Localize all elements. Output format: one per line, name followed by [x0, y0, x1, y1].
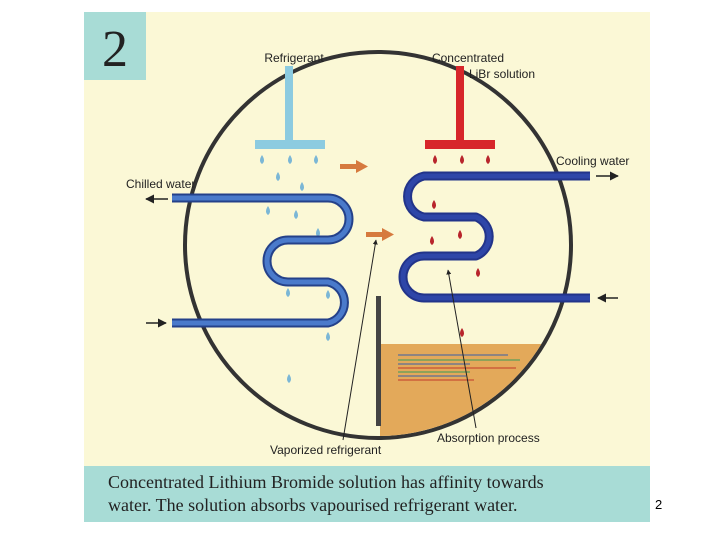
cooling-water-label: Cooling water — [556, 154, 629, 168]
caption-band — [84, 466, 650, 522]
libr-spray-pipe — [425, 66, 495, 149]
refrigerant-label: Refrigerant — [264, 51, 324, 65]
divider-wall — [376, 296, 381, 426]
refrigerant-droplets — [260, 155, 330, 383]
absorption-process-pointer — [446, 269, 477, 429]
vessel-shell — [183, 50, 573, 440]
vapor-flow-arrow-upper — [340, 160, 368, 173]
chilled-water-label: Chilled water — [126, 177, 195, 191]
absorption-lines — [398, 354, 520, 381]
caption-line-2: water. The solution absorbs vapourised r… — [108, 495, 518, 515]
slide-number: 2 — [655, 497, 663, 512]
absorption-process-label: Absorption process — [437, 431, 540, 445]
cooling-water-coil-highlight — [400, 173, 590, 301]
concentrated-label-line-2: LiBr solution — [469, 67, 535, 81]
refrigerant-spray-pipe — [255, 66, 325, 149]
chilled-water-coil-highlight — [172, 195, 352, 326]
concentrated-label-line-1: Concentrated — [432, 51, 504, 65]
caption-line-1: Concentrated Lithium Bromide solution ha… — [108, 472, 544, 492]
vaporized-refrigerant-pointer — [342, 239, 378, 441]
libr-droplets — [430, 155, 490, 337]
panel-number-box — [84, 12, 146, 80]
vaporized-refrigerant-label: Vaporized refrigerant — [270, 443, 382, 457]
vapor-flow-arrow-lower — [366, 228, 394, 241]
panel-number: 2 — [102, 21, 128, 78]
